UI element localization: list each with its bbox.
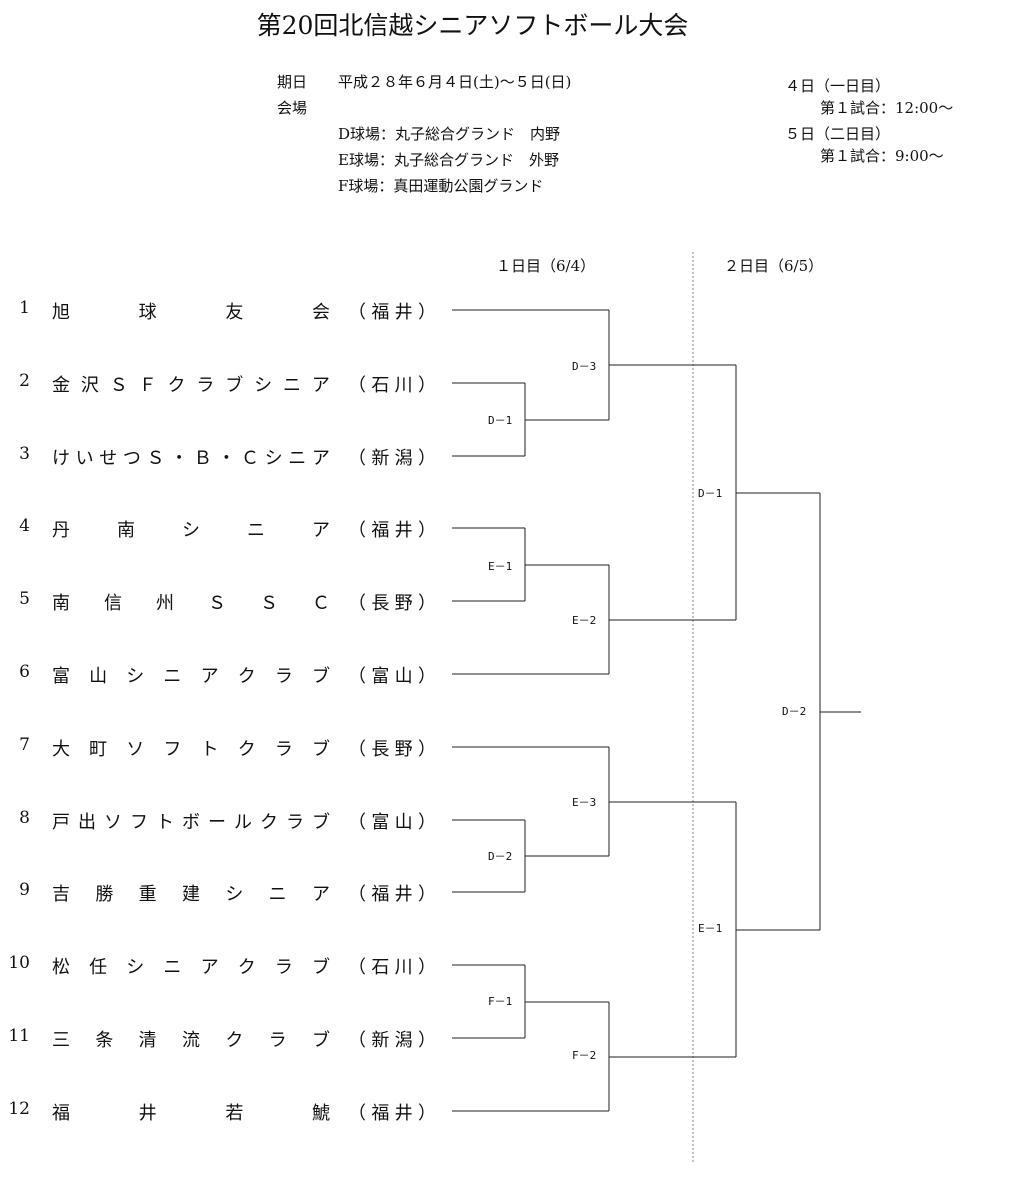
day-2-header: ２日目（6/5）	[724, 257, 824, 275]
team-name: 戸出ソフトボールクラブ	[52, 811, 330, 833]
team-number: 6	[19, 662, 30, 682]
schedule-day-1-time: 第１試合：12:00～	[820, 99, 954, 117]
team-name: 松任シニアクラブ	[52, 957, 330, 979]
venue-e: E球場：丸子総合グランド 外野	[338, 151, 559, 169]
team-name: 三条清流クラブ	[52, 1030, 330, 1051]
schedule-day-2: ５日（二日目）	[785, 125, 891, 143]
match-label: D－1	[488, 414, 513, 427]
match-label: D－2	[782, 705, 807, 718]
venue-f: F球場：真田運動公園グランド	[338, 177, 544, 195]
team-number: 8	[19, 807, 30, 828]
team-number: 9	[19, 880, 30, 901]
team-prefecture: （新潟）	[348, 447, 436, 469]
team-prefecture: （福井）	[348, 884, 436, 906]
match-label: F－1	[488, 995, 513, 1008]
team-name: 旭球友会	[52, 302, 330, 323]
date-value: 平成２８年６月４日(土)～５日(日)	[338, 73, 572, 91]
team-number: 10	[8, 953, 30, 974]
team-prefecture: （富山）	[348, 811, 436, 833]
team-prefecture: （新潟）	[348, 1030, 436, 1051]
match-label: E－3	[572, 796, 597, 809]
match-label: E－2	[572, 614, 597, 627]
day-1-header: １日目（6/4）	[496, 257, 596, 275]
page-title: 第20回北信越シニアソフトボール大会	[256, 11, 689, 40]
match-label: D－2	[488, 850, 513, 863]
team-prefecture: （長野）	[348, 593, 436, 615]
team-name: 富山シニアクラブ	[52, 666, 330, 687]
team-name: 吉勝重建シニア	[52, 884, 330, 906]
match-label: E－1	[698, 922, 723, 935]
team-prefecture: （福井）	[348, 302, 436, 323]
team-number: 4	[19, 516, 30, 537]
team-name: 丹南シニア	[52, 520, 330, 542]
team-prefecture: （石川）	[348, 957, 436, 979]
team-prefecture: （富山）	[348, 666, 436, 687]
team-prefecture: （石川）	[348, 374, 436, 396]
date-label: 期日	[277, 73, 308, 91]
schedule-day-2-time: 第１試合：9:00～	[820, 147, 944, 165]
team-number: 1	[19, 298, 30, 318]
team-number: 3	[19, 443, 30, 464]
venue-label: 会場	[277, 99, 308, 117]
match-label: E－1	[488, 560, 513, 573]
venue-d: D球場：丸子総合グランド 内野	[338, 125, 561, 143]
team-number: 5	[19, 589, 30, 610]
schedule-day-1: ４日（一日目）	[785, 77, 891, 95]
team-prefecture: （福井）	[348, 1102, 436, 1124]
match-label: F－2	[572, 1049, 597, 1062]
match-label: D－1	[698, 487, 723, 500]
team-number: 11	[8, 1026, 30, 1046]
team-number: 7	[19, 734, 30, 755]
match-label: D－3	[572, 360, 597, 373]
team-prefecture: （長野）	[348, 738, 436, 760]
team-prefecture: （福井）	[348, 520, 436, 542]
team-name: 大町ソフトクラブ	[52, 738, 330, 760]
team-number: 12	[8, 1098, 30, 1119]
team-number: 2	[19, 370, 30, 391]
team-name: 福井若鯱	[52, 1102, 330, 1124]
